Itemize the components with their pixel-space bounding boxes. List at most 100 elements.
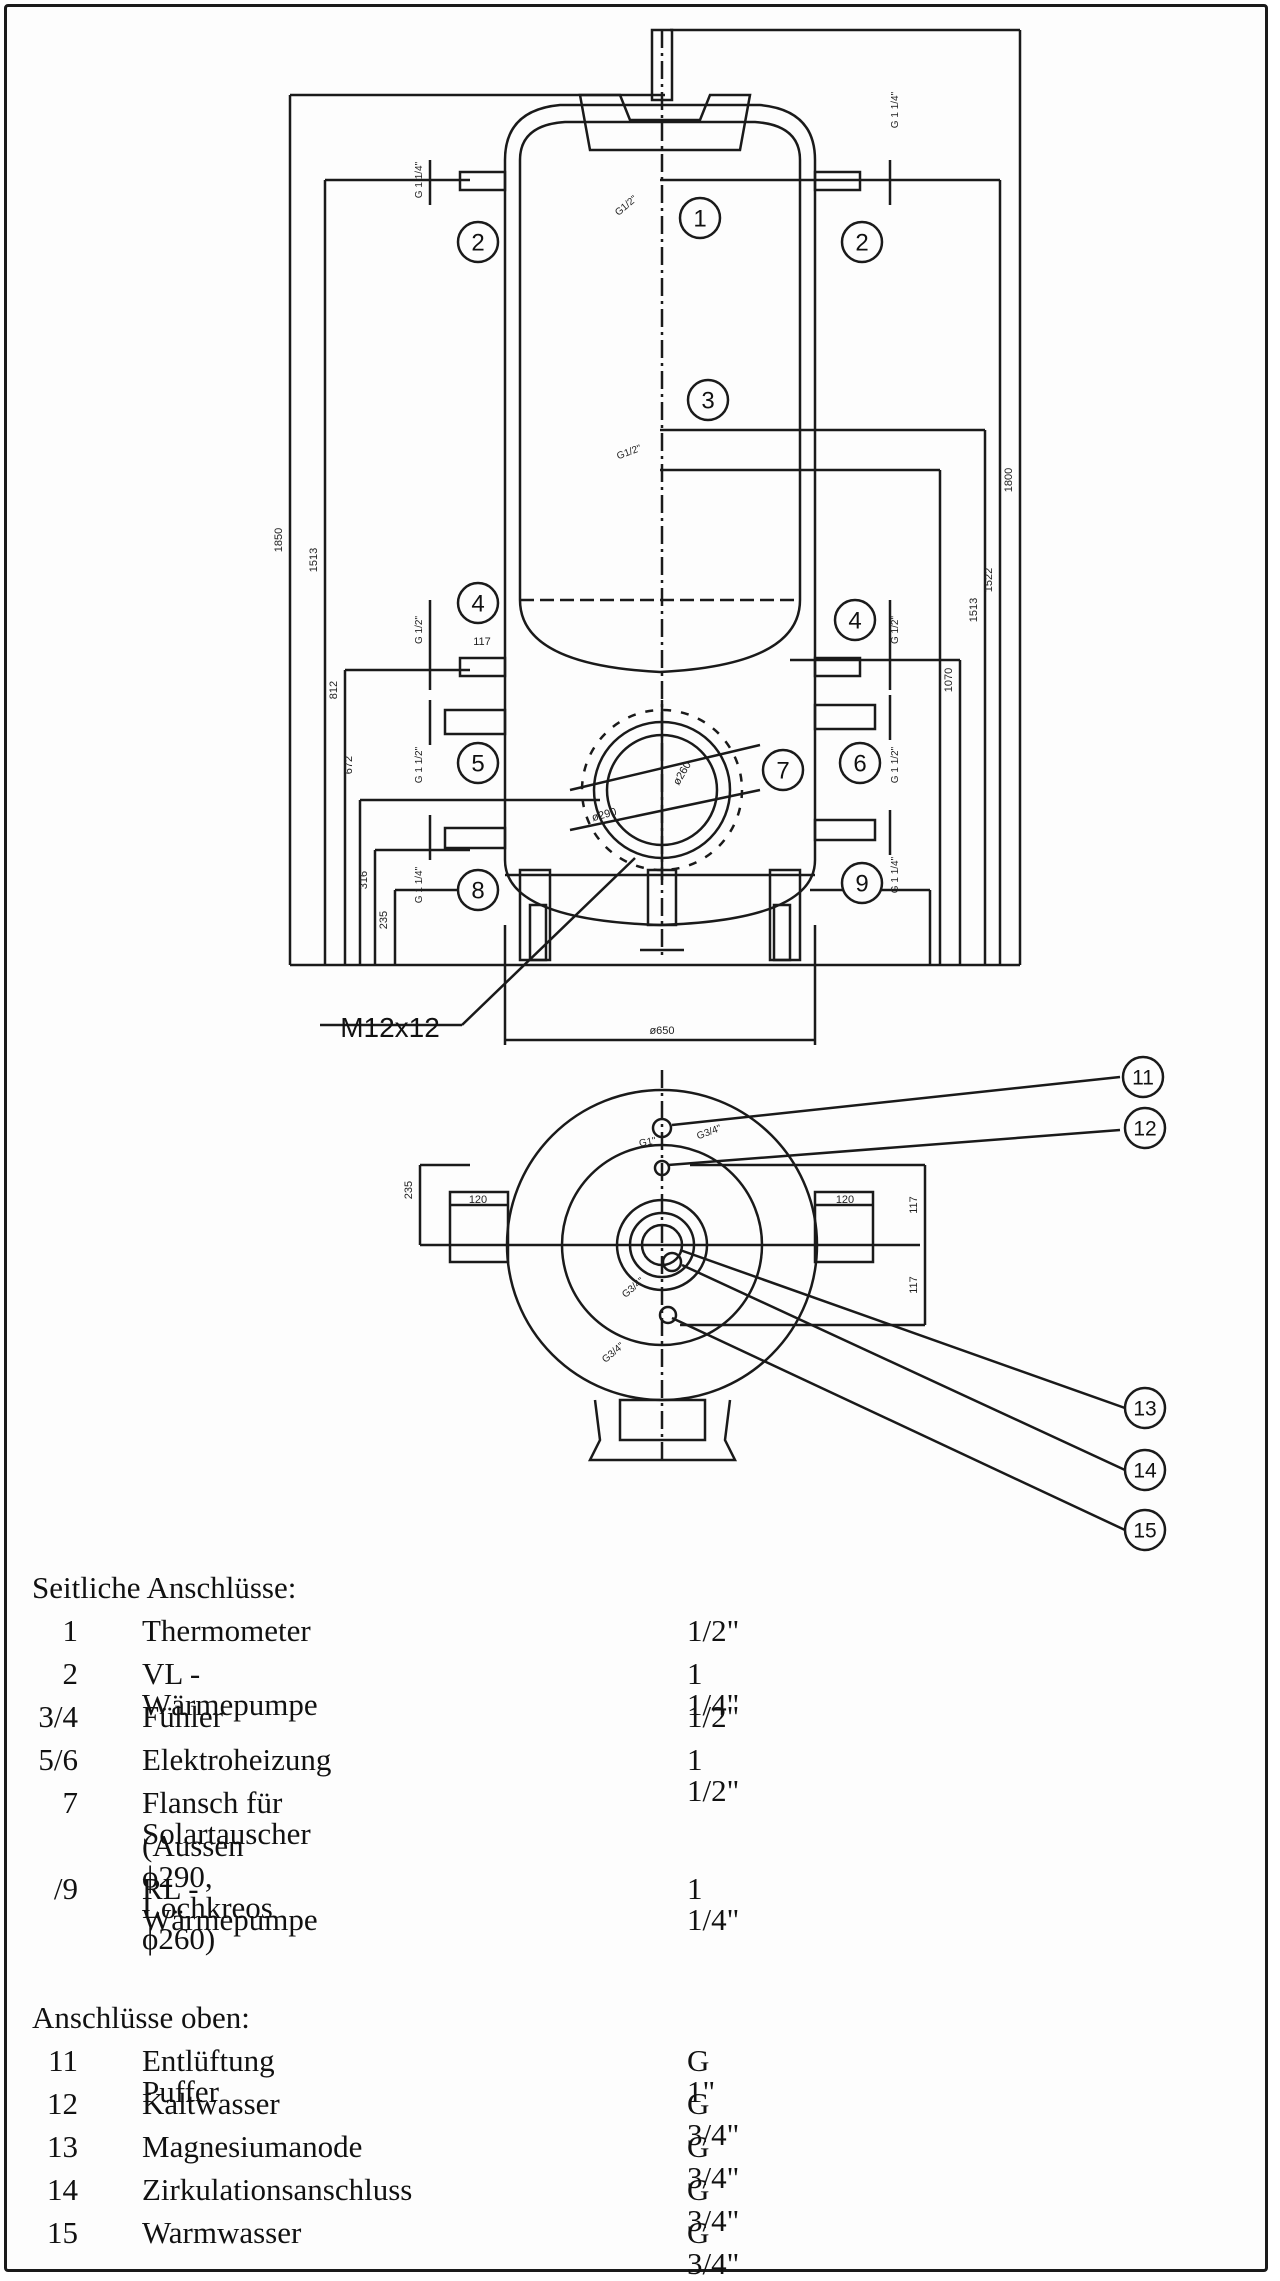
callout-11: 11 (1132, 1067, 1154, 1090)
item-description: Elektroheizung (142, 1742, 332, 1777)
thread-g114-top-right: G 1 1/4" (890, 91, 901, 128)
item-size: G 3/4" (687, 2215, 740, 2281)
dim-672: 672 (343, 756, 355, 774)
thread-g114-left: G 1 1/4" (414, 866, 425, 903)
top-dim-120-left: 120 (469, 1194, 487, 1206)
callout-circle-8 (456, 868, 500, 912)
callout-3: 3 (701, 388, 714, 415)
dim-650: ø650 (649, 1025, 674, 1037)
callout-7: 7 (776, 758, 789, 785)
item-description: Magnesiumanode (142, 2129, 363, 2164)
callout-8: 8 (471, 878, 484, 905)
callout-circle-1 (678, 196, 722, 240)
top-connections-list: 11 Entlüftung Puffer G 1" 12 Kaltwasser … (32, 2043, 1232, 2279)
bolt-label: M12x12 (340, 1012, 440, 1043)
item-description: Entlüftung Puffer (142, 2043, 275, 2109)
item-number: 3/4 (38, 1699, 78, 1734)
callout-circle-13 (1123, 1386, 1167, 1430)
item-description: (Aussen ϕ290, Lochkreos ϕ260) (142, 1828, 273, 1956)
dim-260: ø260 (671, 760, 694, 788)
dimension-frame (288, 28, 1022, 967)
item-size: G 1" (687, 2043, 716, 2109)
top-thread-g34-a: G3/4" (695, 1123, 723, 1142)
callout-circle-4-right (833, 598, 877, 642)
callout-12: 12 (1133, 1118, 1156, 1141)
item-number: 15 (47, 2215, 78, 2250)
item-description: Zirkulationsanschluss (142, 2172, 413, 2207)
item-description: Kaltwasser (142, 2086, 280, 2121)
m12-leader (461, 857, 636, 1026)
callout-circle-15 (1123, 1508, 1167, 1552)
dim-1850: 1850 (273, 528, 285, 552)
side-connections-list: 1 Thermometer 1/2" 2 VL - Wärmepumpe 1 1… (32, 1613, 1232, 1954)
top-connections-heading: Anschlüsse oben: (32, 2000, 250, 2035)
item-size: 1/2" (687, 1699, 740, 1734)
callout-5: 5 (471, 751, 484, 778)
thread-g112-left: G 1 1/2" (414, 746, 425, 783)
item-description: Thermometer (142, 1613, 311, 1648)
callout-circle-11 (1121, 1055, 1165, 1099)
item-size: G 3/4" (687, 2129, 740, 2195)
thread-g12-left: G 1/2" (414, 616, 425, 644)
dim-1513-left: 1513 (308, 548, 320, 572)
callout-circle-5 (456, 741, 500, 785)
item-size: 1/2" (687, 1613, 740, 1648)
callout-4-left: 4 (471, 591, 484, 618)
item-size: 1 1/2" (687, 1742, 740, 1808)
item-number: 2 (62, 1656, 79, 1691)
item-description: Flansch für Solartauscher (142, 1785, 311, 1851)
thread-g12-3: G1/2" (615, 443, 643, 462)
dim-117: 117 (473, 636, 491, 648)
callout-circle-9 (840, 861, 884, 905)
item-number: 11 (48, 2043, 78, 2078)
item-description: RL - Wärmepumpe (142, 1871, 318, 1937)
flange (569, 700, 761, 880)
dim-812: 812 (328, 681, 340, 699)
callout-circle-7 (761, 748, 805, 792)
callout-circle-2-right (840, 220, 884, 264)
item-number: /9 (53, 1871, 78, 1906)
dim-235: 235 (378, 911, 390, 929)
callout-circle-12 (1123, 1106, 1167, 1150)
item-description: Warmwasser (142, 2215, 302, 2250)
dim-1800: 1800 (1003, 468, 1015, 492)
item-size: 1 1/4" (687, 1656, 740, 1722)
side-callouts (456, 196, 1167, 1552)
callout-2-left: 2 (471, 230, 484, 257)
top-dim-117-b: 117 (908, 1276, 920, 1294)
dim-1513-right: 1513 (968, 598, 980, 622)
document-frame (4, 4, 1268, 2272)
thread-g12-right: G 1/2" (890, 616, 901, 644)
dim-1070: 1070 (943, 668, 955, 692)
thread-g112-right: G 1 1/2" (890, 746, 901, 783)
callout-13: 13 (1133, 1398, 1156, 1421)
top-thread-g34-c: G3/4" (600, 1340, 627, 1365)
item-size: G 3/4" (687, 2172, 740, 2238)
item-size: 1 1/4" (687, 1871, 740, 1937)
callout-9: 9 (855, 871, 868, 898)
top-thread-g1: G1" (638, 1136, 657, 1150)
item-size: G 3/4" (687, 2086, 740, 2152)
callout-14: 14 (1133, 1460, 1157, 1483)
item-number: 1 (62, 1613, 79, 1648)
callout-circle-14 (1123, 1448, 1167, 1492)
side-nozzles (428, 160, 892, 860)
dim-316: 316 (358, 871, 370, 889)
top-dim-120-right: 120 (836, 1194, 854, 1206)
item-description: VL - Wärmepumpe (142, 1656, 318, 1722)
callout-2-right: 2 (855, 230, 868, 257)
item-description: Fühler (142, 1699, 223, 1734)
callout-circle-6 (838, 741, 882, 785)
item-number: 5/6 (38, 1742, 78, 1777)
tank-side-view (503, 28, 817, 962)
thread-g114-right: G 1 1/4" (890, 856, 901, 893)
item-number: 7 (62, 1785, 79, 1820)
side-connections-heading: Seitliche Anschlüsse: (32, 1570, 297, 1605)
item-number: 13 (47, 2129, 78, 2164)
thread-g114-left-2: G 1 1/4" (414, 161, 425, 198)
top-dim-117-a: 117 (908, 1196, 920, 1214)
callout-1: 1 (693, 206, 706, 233)
top-view-leaders (667, 1075, 1126, 1532)
item-number: 12 (47, 2086, 78, 2121)
